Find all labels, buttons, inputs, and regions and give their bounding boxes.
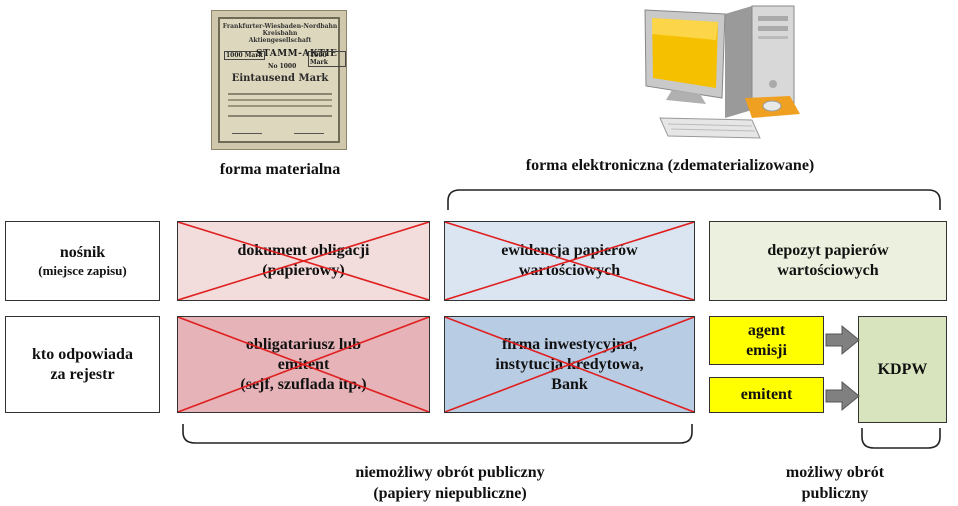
certificate-number: No 1000 xyxy=(268,63,297,70)
caption-not-public-trading: niemożliwy obrót publiczny (papiery niep… xyxy=(355,464,545,502)
row-label-registrar: kto odpowiada za rejestr xyxy=(5,316,160,413)
caption-electronic-form: forma elektroniczna (zdematerializowane) xyxy=(525,157,815,174)
certificate-header: Frankfurter-Wiesbaden-Nordbahn Kreisbahn… xyxy=(222,23,338,45)
cell-securities-register: ewidencja papierów wartościowych xyxy=(444,221,695,301)
cell-paper-document: dokument obligacji (papierowy) xyxy=(177,221,430,301)
stock-certificate-image: Frankfurter-Wiesbaden-Nordbahn Kreisbahn… xyxy=(211,10,347,150)
cell-investment-firm-text: firma inwestycyjna, instytucja kredytowa… xyxy=(495,335,644,393)
cell-securities-deposit-text: depozyt papierów wartościowych xyxy=(767,242,889,279)
row-label-carrier: nośnik (miejsce zapisu) xyxy=(5,221,160,301)
cell-securities-deposit: depozyt papierów wartościowych xyxy=(709,221,947,301)
cell-bondholder-issuer: obligatariusz lub emitent (sejf, szuflad… xyxy=(177,316,430,413)
certificate-amount: Eintausend Mark xyxy=(231,73,329,84)
box-issuer-text: emitent xyxy=(740,386,793,403)
box-kdpw: KDPW xyxy=(858,316,947,423)
cell-paper-document-text: dokument obligacji (papierowy) xyxy=(237,242,370,279)
certificate-value-left: 1000 Mark xyxy=(224,51,265,60)
row-label-carrier-main: nośnik xyxy=(59,243,106,261)
cell-bondholder-issuer-text: obligatariusz lub emitent (sejf, szuflad… xyxy=(240,335,367,393)
cell-securities-register-text: ewidencja papierów wartościowych xyxy=(501,242,638,279)
row-label-carrier-sub: (miejsce zapisu) xyxy=(38,262,127,278)
box-issue-agent-text: agent emisji xyxy=(746,321,787,359)
caption-material-form: forma materialna xyxy=(219,161,341,178)
box-kdpw-text: KDPW xyxy=(877,360,928,378)
arrow-right-icon xyxy=(825,324,860,356)
caption-public-trading: możliwy obrót publiczny xyxy=(785,464,885,502)
arrow-right-icon xyxy=(825,380,860,412)
certificate-title: STAMM-AKTIE xyxy=(256,49,338,59)
cell-investment-firm: firma inwestycyjna, instytucja kredytowa… xyxy=(444,316,695,413)
certificate-value-right: 1000 Mark xyxy=(308,51,346,67)
box-issuer: emitent xyxy=(709,377,824,413)
box-issue-agent: agent emisji xyxy=(709,316,824,365)
row-label-registrar-text: kto odpowiada za rejestr xyxy=(32,345,133,383)
